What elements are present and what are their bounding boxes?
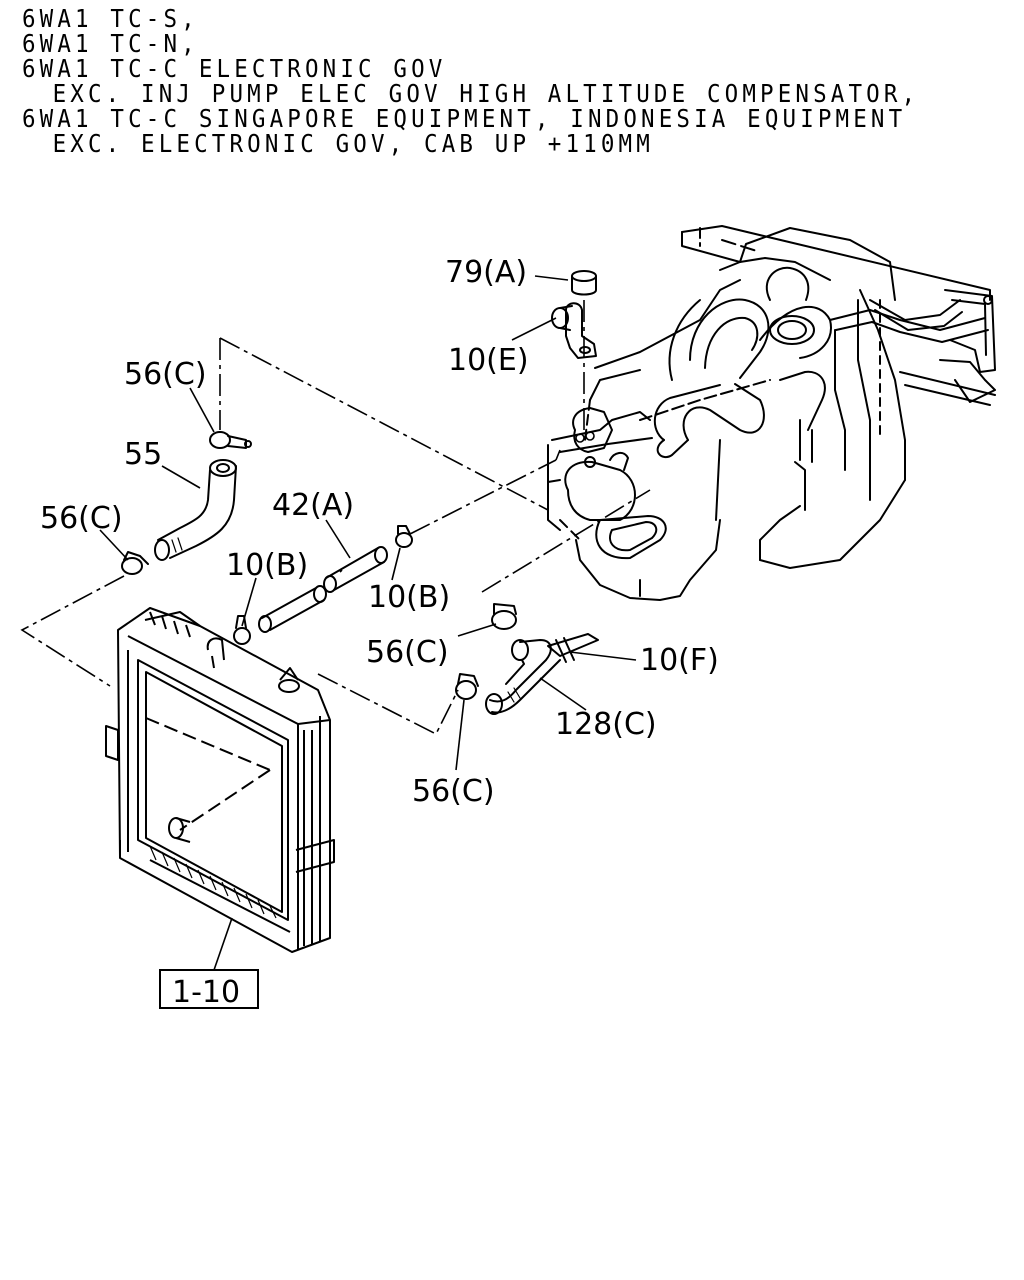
parts-group bbox=[121, 270, 599, 715]
callout-56c-top: 56(C) bbox=[124, 357, 207, 392]
header-line-4: EXC. INJ PUMP ELEC GOV HIGH ALTITUDE COM… bbox=[52, 79, 920, 108]
header-line-2: 6WA1 TC-N, bbox=[22, 29, 199, 58]
engine-assembly bbox=[547, 225, 996, 601]
clip-10f bbox=[547, 633, 599, 663]
callout-10b-left: 10(B) bbox=[226, 548, 308, 583]
reference-box-label: 1-10 bbox=[172, 975, 240, 1010]
callout-55: 55 bbox=[124, 437, 162, 472]
callout-128c: 128(C) bbox=[555, 707, 657, 742]
hose-42a bbox=[258, 546, 388, 633]
callout-10b-right: 10(B) bbox=[368, 580, 450, 615]
hose-128c bbox=[485, 639, 561, 715]
callout-79a: 79(A) bbox=[445, 255, 527, 290]
assembly-lines bbox=[20, 275, 651, 971]
applicability-header: 6WA1 TC-S, 6WA1 TC-N, 6WA1 TC-C ELECTRON… bbox=[22, 6, 1019, 156]
callout-labels: 79(A) 10(E) 56(C) 55 56(C) 42(A) 10(B) 1… bbox=[40, 255, 719, 1010]
clamp-56c-bottom bbox=[455, 673, 479, 700]
clamp-10b-right bbox=[395, 525, 413, 548]
reference-box bbox=[159, 969, 259, 1009]
callout-42a: 42(A) bbox=[272, 488, 354, 523]
callout-56c-left: 56(C) bbox=[40, 501, 123, 536]
radiator bbox=[105, 607, 335, 953]
callout-56c-mid: 56(C) bbox=[366, 635, 449, 670]
hose-55 bbox=[154, 459, 237, 561]
header-line-5: 6WA1 TC-C SINGAPORE EQUIPMENT, INDONESIA… bbox=[22, 104, 907, 133]
clamp-56c-mid bbox=[491, 603, 517, 630]
clamp-10b-left bbox=[233, 615, 251, 645]
clamp-56c-top bbox=[209, 431, 252, 449]
header-line-1: 6WA1 TC-S, bbox=[22, 4, 199, 33]
header-line-3: 6WA1 TC-C ELECTRONIC GOV bbox=[22, 54, 447, 83]
callout-56c-bottom: 56(C) bbox=[412, 774, 495, 809]
clamp-56c-left bbox=[121, 551, 149, 575]
header-line-6: EXC. ELECTRONIC GOV, CAB UP +110MM bbox=[52, 129, 654, 158]
clip-bracket-10e bbox=[551, 302, 597, 359]
callout-10e: 10(E) bbox=[448, 343, 529, 378]
nut-79a bbox=[571, 270, 597, 296]
callout-10f: 10(F) bbox=[640, 643, 719, 678]
